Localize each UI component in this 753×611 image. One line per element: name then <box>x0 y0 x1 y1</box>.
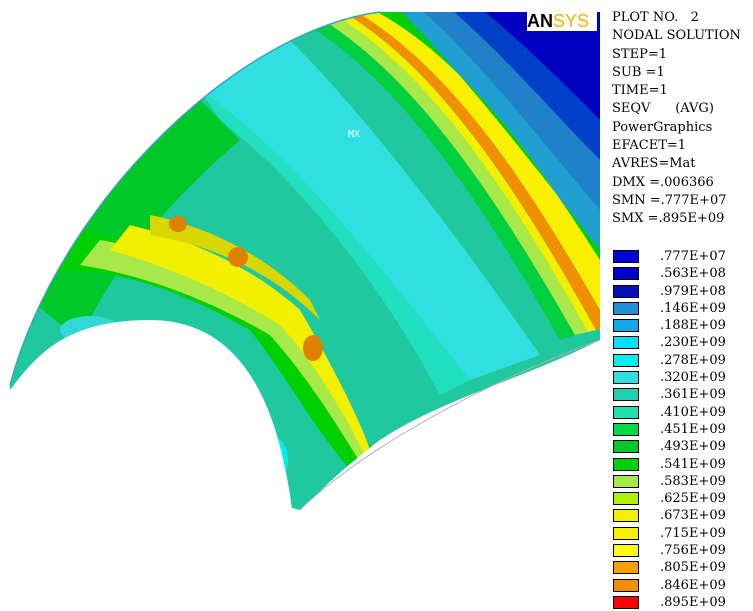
legend-swatch <box>613 457 639 471</box>
info-line: SMN =.777E+07 <box>612 192 727 208</box>
legend-swatch <box>613 422 639 436</box>
legend-row: .410E+09 <box>612 404 753 421</box>
legend-value-label: .777E+07 <box>660 249 726 264</box>
legend-value-label: .541E+09 <box>660 456 726 472</box>
legend-row: .895E+09 <box>612 594 753 611</box>
legend-value-label: .583E+09 <box>660 473 726 489</box>
legend-swatch <box>613 284 639 298</box>
legend-value-label: .410E+09 <box>660 404 726 420</box>
legend-value-label: .451E+09 <box>660 421 726 437</box>
legend-swatch <box>613 474 639 488</box>
info-line: STEP=1 <box>612 46 667 62</box>
legend-row: .979E+08 <box>612 283 753 300</box>
legend-value-label: .188E+09 <box>660 318 726 334</box>
legend-row: .146E+09 <box>612 300 753 317</box>
legend-swatch <box>613 371 639 385</box>
legend-row: .188E+09 <box>612 317 753 334</box>
info-line: TIME=1 <box>612 83 668 99</box>
legend-row: .715E+09 <box>612 525 753 542</box>
legend-value-label: .320E+09 <box>660 370 726 386</box>
contour-legend: .777E+07 .563E+08.979E+08.146E+09 .188E+09… <box>612 248 753 611</box>
legend-swatch <box>613 388 639 402</box>
hotspot-marker <box>228 247 248 267</box>
legend-swatch <box>613 595 639 609</box>
legend-value-label: .361E+09 <box>660 387 726 403</box>
legend-row: .493E+09 <box>612 438 753 455</box>
legend-swatch <box>613 301 639 315</box>
legend-row: .278E+09 <box>612 352 753 369</box>
legend-swatch <box>613 492 639 506</box>
max-marker-label: MX <box>348 129 361 140</box>
info-line: PowerGraphics <box>612 119 713 135</box>
legend-value-label: .625E+09 <box>660 491 726 507</box>
info-line: AVRES=Mat <box>612 156 696 172</box>
legend-swatch <box>613 509 639 523</box>
contour-plot[interactable] <box>0 0 600 577</box>
shell-surface <box>10 12 600 510</box>
info-line: PLOT NO. 2 <box>612 10 699 25</box>
hotspot-marker <box>303 335 323 361</box>
legend-value-label: .895E+09 <box>660 594 726 610</box>
legend-row: .777E+07 <box>612 248 753 265</box>
legend-row: .673E+09 <box>612 507 753 524</box>
legend-row: .846E+09 <box>612 577 753 594</box>
legend-value-label: .846E+09 <box>660 577 726 593</box>
legend-value-label: .673E+09 <box>660 508 726 524</box>
legend-value-label: .715E+09 <box>660 525 726 541</box>
legend-value-label: .146E+09 <box>660 300 726 316</box>
ansys-logo: ANSYS <box>527 11 597 31</box>
legend-row: .805E+09 <box>612 559 753 576</box>
legend-swatch <box>613 336 639 350</box>
legend-swatch <box>613 526 639 540</box>
legend-swatch <box>613 405 639 419</box>
legend-swatch <box>613 578 639 592</box>
logo-text-sys: SYS <box>553 11 590 31</box>
legend-row: .541E+09 <box>612 456 753 473</box>
legend-row: .625E+09 <box>612 490 753 507</box>
legend-value-label: .230E+09 <box>660 335 726 351</box>
legend-swatch <box>613 544 639 558</box>
legend-value-label: .563E+08 <box>660 266 726 282</box>
hotspot-marker <box>169 216 187 232</box>
legend-value-label: .278E+09 <box>660 352 726 368</box>
legend-value-label: .756E+09 <box>660 543 726 559</box>
legend-swatch <box>613 353 639 367</box>
legend-row: .361E+09 <box>612 386 753 403</box>
legend-swatch <box>613 319 639 333</box>
legend-swatch <box>613 440 639 454</box>
info-line: NODAL SOLUTION <box>612 28 741 44</box>
legend-row: .451E+09 <box>612 421 753 438</box>
legend-value-label: .493E+09 <box>660 439 726 455</box>
logo-text-an: AN <box>527 11 553 31</box>
legend-swatch <box>613 267 639 281</box>
info-line: EFACET=1 <box>612 138 687 154</box>
legend-row: .320E+09 <box>612 369 753 386</box>
legend-row: .230E+09 <box>612 334 753 351</box>
info-line: SUB =1 <box>612 64 665 80</box>
info-line: SMX =.895E+09 <box>612 211 725 227</box>
legend-row: .583E+09 <box>612 473 753 490</box>
legend-swatch <box>613 561 639 575</box>
info-line: DMX =.006366 <box>612 174 714 190</box>
legend-row: .563E+08 <box>612 265 753 282</box>
legend-value-label: .805E+09 <box>660 560 726 576</box>
legend-value-label: .979E+08 <box>660 283 726 299</box>
info-line: SEQV (AVG) <box>612 101 714 117</box>
legend-row: .756E+09 <box>612 542 753 559</box>
legend-swatch <box>613 250 639 263</box>
